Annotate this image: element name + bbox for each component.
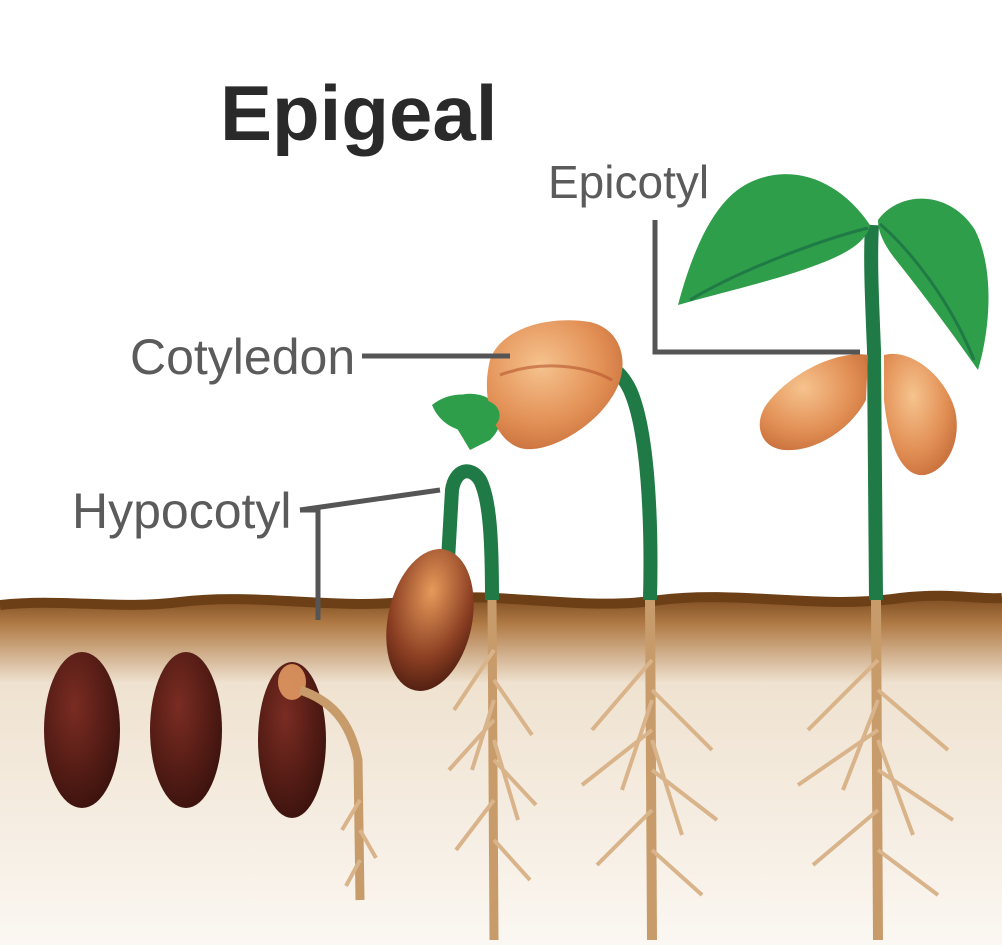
hypocotyl-label: Hypocotyl — [72, 483, 292, 539]
seed-1 — [44, 652, 120, 808]
cotyledon-label: Cotyledon — [130, 329, 355, 385]
seed-2 — [150, 652, 222, 808]
stem-stage-6 — [871, 225, 876, 600]
epicotyl-label: Epicotyl — [548, 156, 709, 208]
left-cotyledon-stage-6 — [760, 354, 868, 450]
cotyledons-stage-5 — [487, 320, 623, 449]
diagram-title: Epigeal — [220, 69, 497, 157]
right-cotyledon-stage-6 — [884, 354, 957, 475]
